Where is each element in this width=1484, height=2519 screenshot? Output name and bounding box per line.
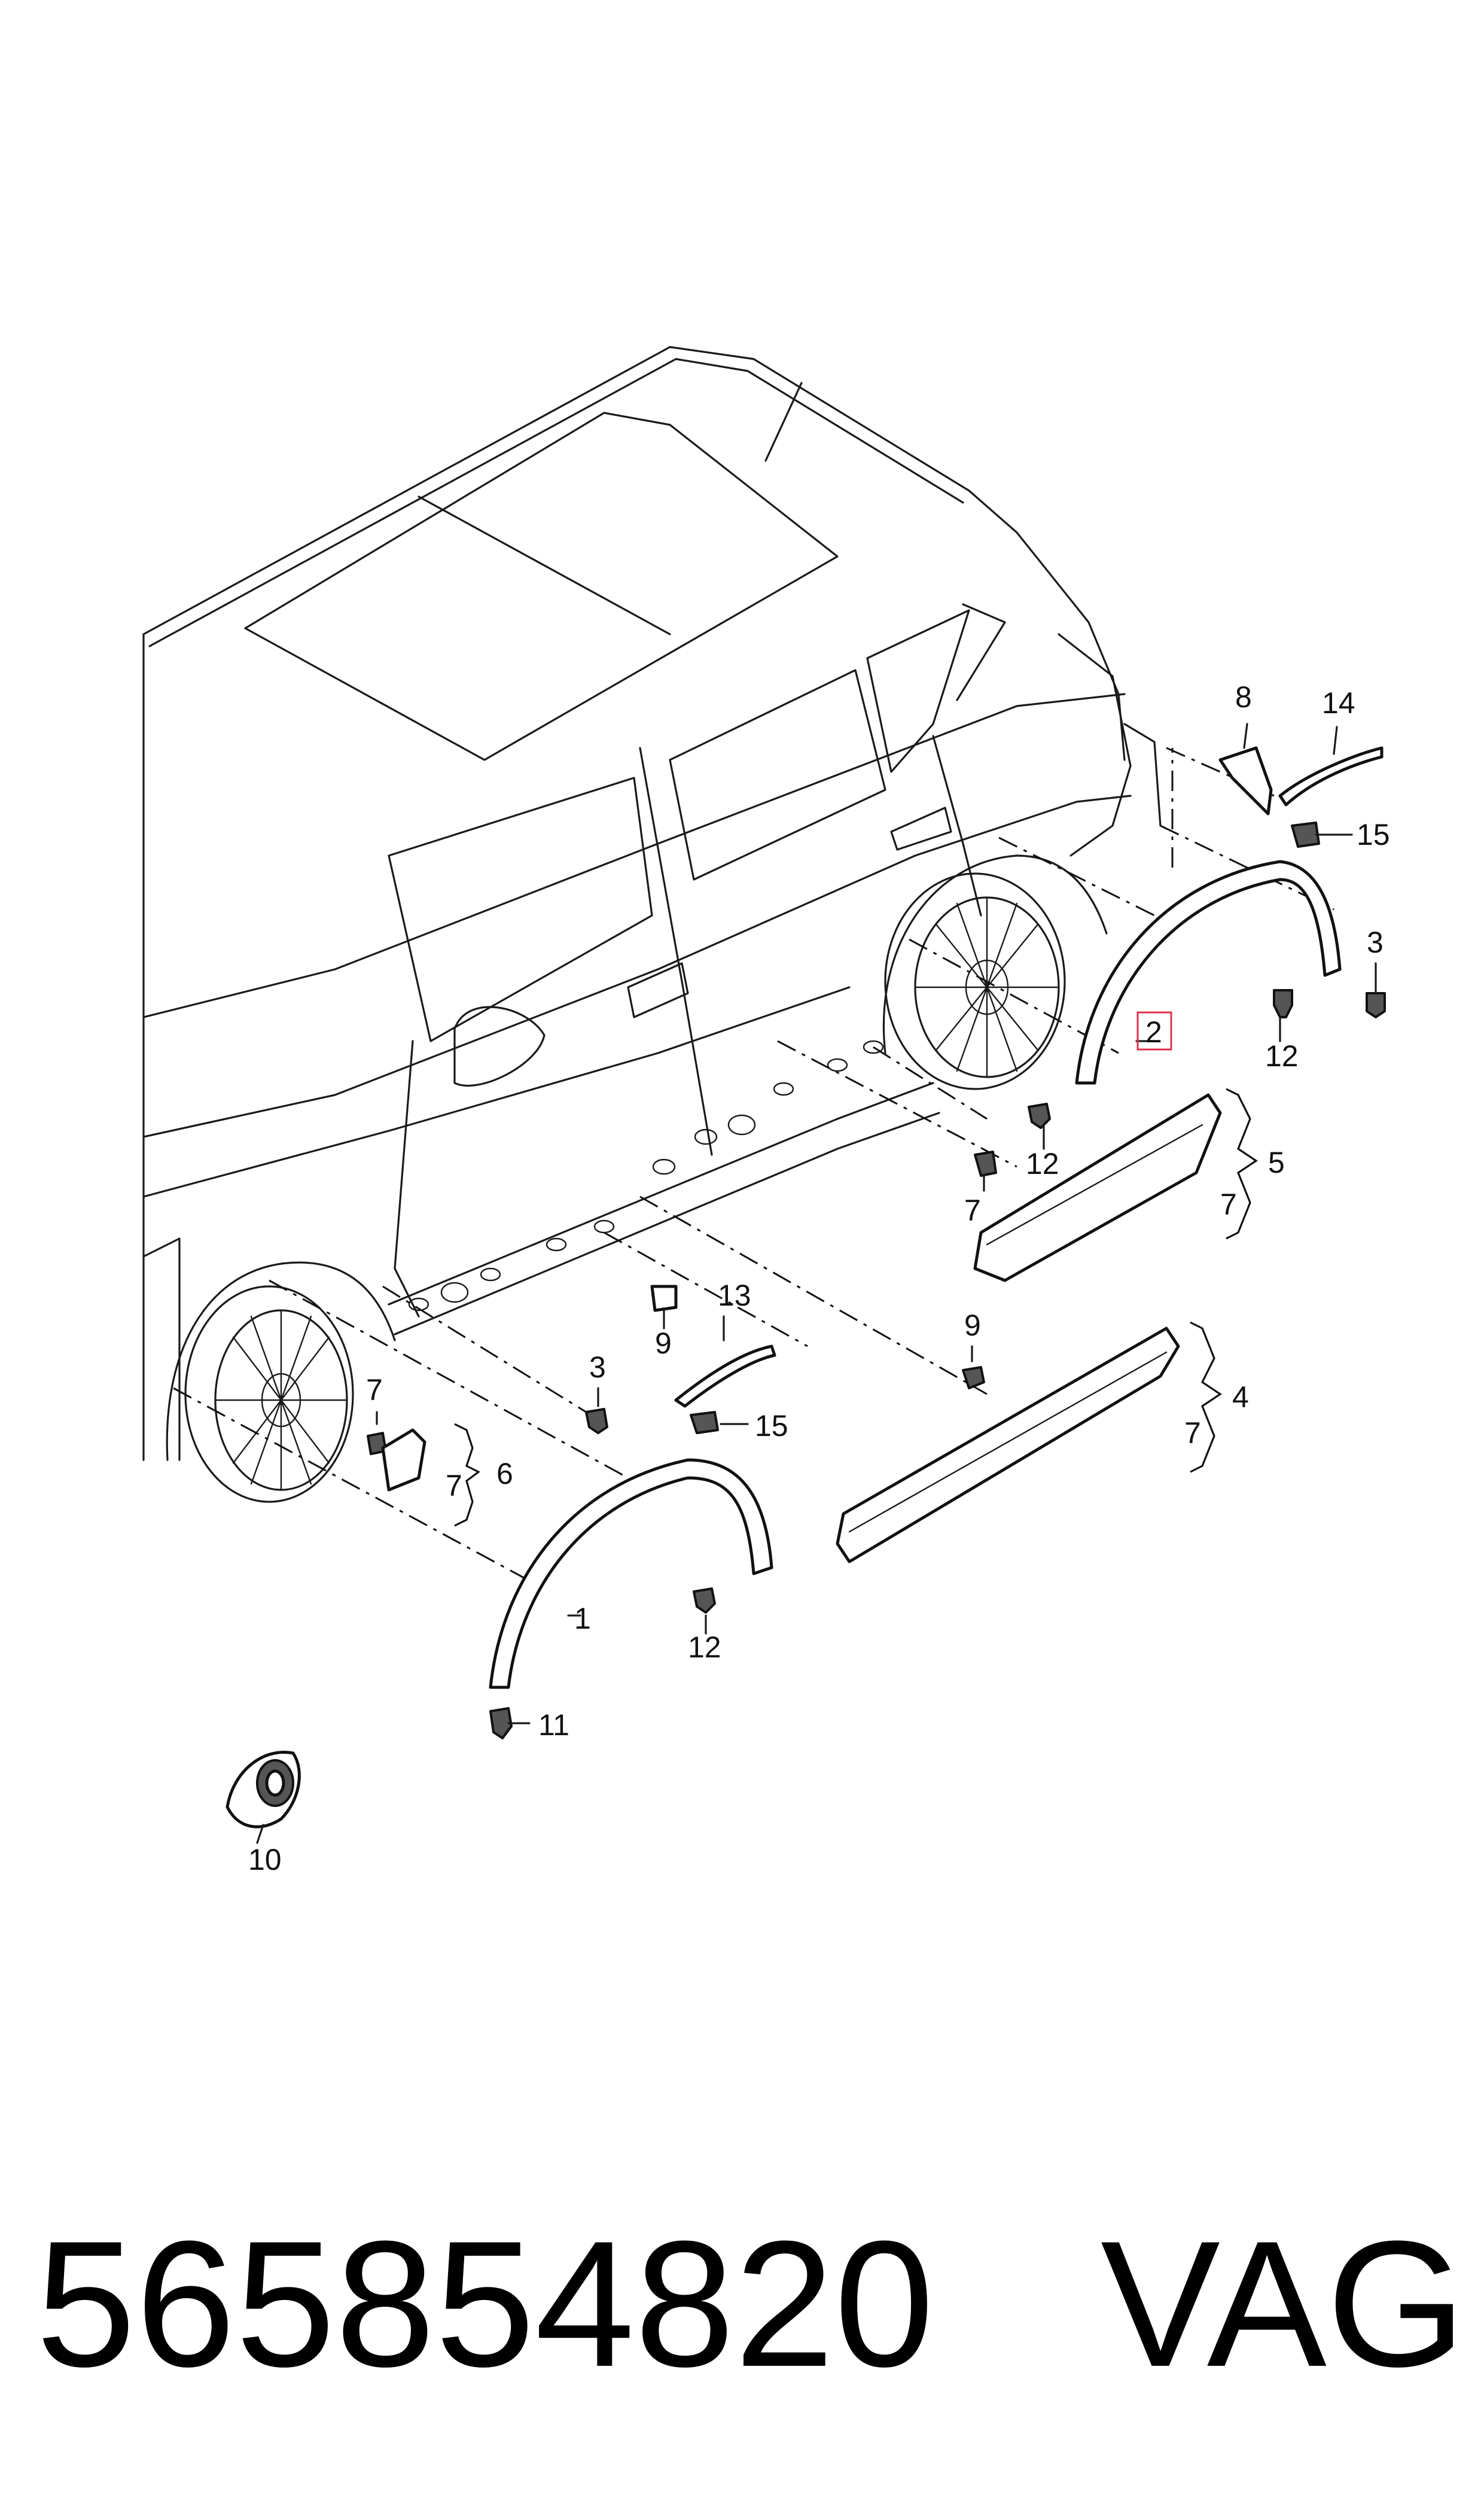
part-14-trim-strip [1278,746,1384,807]
callout-4: 4 [1232,1380,1249,1414]
front-wheel [166,1261,396,1503]
callout-12-c: 12 [688,1630,721,1664]
callout-8: 8 [1235,680,1252,714]
part-9-clip-a [650,1285,678,1312]
part-15-clip-rear [1291,822,1320,848]
callout-1: 1 [574,1602,591,1635]
callout-12-b: 12 [1026,1147,1059,1181]
callout-7-d: 7 [366,1373,383,1407]
callout-labels: 8 14 15 3 12 2 12 7 5 7 13 9 9 4 7 3 15 … [248,680,1390,1876]
sill-clip-holes [408,1040,884,1312]
callout-13: 13 [718,1279,751,1312]
brace-part-5 [1226,1088,1258,1240]
part-15-clip-front [690,1411,719,1434]
callout-ticks [256,723,1377,1844]
part-13-trim-strip [674,1344,776,1408]
callout-11: 11 [538,1708,569,1742]
brace-part-6 [454,1423,481,1527]
callout-10: 10 [248,1843,282,1876]
part-4-front-door-trim [836,1327,1180,1563]
part-5-rear-door-trim [973,1093,1222,1282]
part-3-screw-rear [1366,992,1386,1018]
callout-7-b: 7 [1220,1188,1237,1221]
part-2-rear-wheel-arch-trim [1075,860,1342,1085]
part-9-clip-b [962,1366,985,1389]
callout-5: 5 [1268,1146,1285,1179]
callout-9-a: 9 [655,1327,672,1360]
highlight-box-part-2 [1136,1011,1172,1051]
part-12-screw-c [693,1587,716,1614]
callout-2: 2 [1145,1015,1162,1049]
callout-7-a: 7 [964,1194,981,1227]
part-11-screw [489,1707,513,1739]
rear-wheel [882,854,1108,1090]
part-number-text: 565854820 [36,2203,934,2404]
part-6-trim-piece [381,1428,426,1492]
part-8-trim-piece [1218,746,1273,816]
part-1-front-wheel-arch-trim [489,1458,773,1689]
part-12-screw-a [1273,989,1293,1018]
callout-9-b: 9 [964,1309,981,1342]
callout-7-e: 7 [446,1469,462,1502]
callout-14: 14 [1322,686,1355,720]
brand-text: VAG [1101,2203,1467,2404]
part-12-screw-b [1028,1103,1051,1129]
brace-part-4 [1190,1321,1222,1473]
callout-15-front: 15 [755,1409,788,1443]
callout-12-a: 12 [1265,1039,1299,1073]
callout-3-front: 3 [589,1350,606,1384]
part-10-tape-roll [226,1751,301,1829]
part-3-screw-front [585,1408,608,1434]
part-7-clip-a [974,1151,997,1177]
callout-15-rear: 15 [1357,818,1390,851]
callout-6: 6 [496,1457,513,1490]
callout-7-c: 7 [1184,1416,1201,1450]
callout-3-rear: 3 [1367,926,1384,959]
